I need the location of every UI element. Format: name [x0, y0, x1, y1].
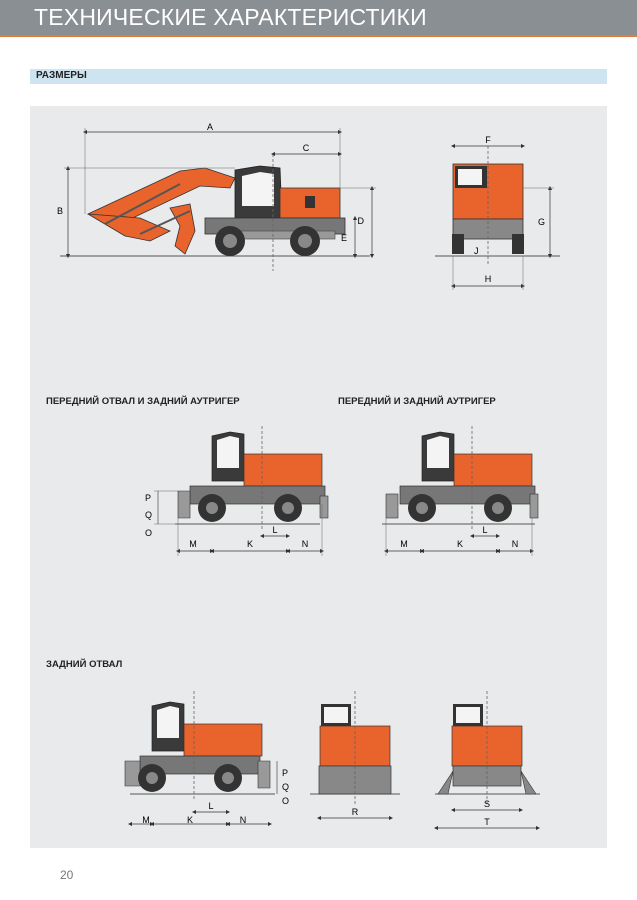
dim-label-n: N [302, 539, 309, 549]
dim-label-k-3: K [187, 815, 193, 825]
dim-label-o-2: O [282, 796, 289, 806]
dim-label-m: M [189, 539, 197, 549]
dim-label-q: Q [145, 510, 152, 520]
dim-label-l: L [272, 525, 277, 535]
page-header: ТЕХНИЧЕСКИЕ ХАРАКТЕРИСТИКИ [0, 0, 637, 36]
dim-label-l-2: L [482, 525, 487, 535]
dim-label-m-3: M [142, 815, 150, 825]
dim-label-h: H [485, 274, 492, 284]
dim-label-d: D [358, 216, 365, 226]
dim-label-e: E [341, 233, 347, 243]
page-title: ТЕХНИЧЕСКИЕ ХАРАКТЕРИСТИКИ [34, 4, 427, 30]
dim-label-l-3: L [208, 801, 213, 811]
dim-label-m-2: M [400, 539, 408, 549]
dim-label-n-3: N [240, 815, 247, 825]
dim-label-p: P [145, 493, 151, 503]
dim-label-p-2: P [282, 768, 288, 778]
side-view-excavator: A C B D E [57, 122, 376, 271]
dim-label-q-2: Q [282, 782, 289, 792]
rear-blade-rear-view-drawing: R [310, 691, 400, 821]
dim-label-f: F [485, 135, 491, 145]
dim-label-j: J [474, 246, 479, 256]
rear-blade-side-drawing: P Q O L M K N [124, 691, 289, 827]
section-title: РАЗМЕРЫ [36, 70, 87, 81]
subsection-title-front-blade-rear-outrigger: ПЕРЕДНИЙ ОТВАЛ И ЗАДНИЙ АУТРИГЕР [46, 396, 240, 407]
dimensions-panel: A C B D E [30, 106, 607, 848]
section-bar: РАЗМЕРЫ [30, 69, 607, 84]
dim-label-n-2: N [512, 539, 519, 549]
outrigger-rear-view-drawing: S T [433, 691, 541, 831]
dim-label-k-2: K [457, 539, 463, 549]
dim-label-c: C [303, 143, 310, 153]
dim-label-s: S [484, 799, 490, 809]
front-blade-rear-outrigger-drawing: P Q O L M K N [145, 426, 329, 556]
dim-label-o: O [145, 528, 152, 538]
dimension-drawings: A C B D E [57, 122, 560, 831]
subsection-title-rear-blade: ЗАДНИЙ ОТВАЛ [46, 659, 123, 670]
dim-label-t: T [484, 817, 490, 827]
dim-label-r: R [352, 807, 359, 817]
dim-label-b: B [57, 206, 63, 216]
front-rear-outrigger-drawing: L M K N [382, 426, 539, 556]
dim-label-g: G [538, 217, 545, 227]
page-number: 20 [60, 868, 74, 882]
rear-view-excavator: F G J H [435, 135, 560, 290]
dim-label-k: K [247, 539, 253, 549]
header-accent-line [0, 35, 637, 37]
dim-label-a: A [207, 122, 213, 132]
subsection-title-front-rear-outrigger: ПЕРЕДНИЙ И ЗАДНИЙ АУТРИГЕР [338, 396, 496, 407]
